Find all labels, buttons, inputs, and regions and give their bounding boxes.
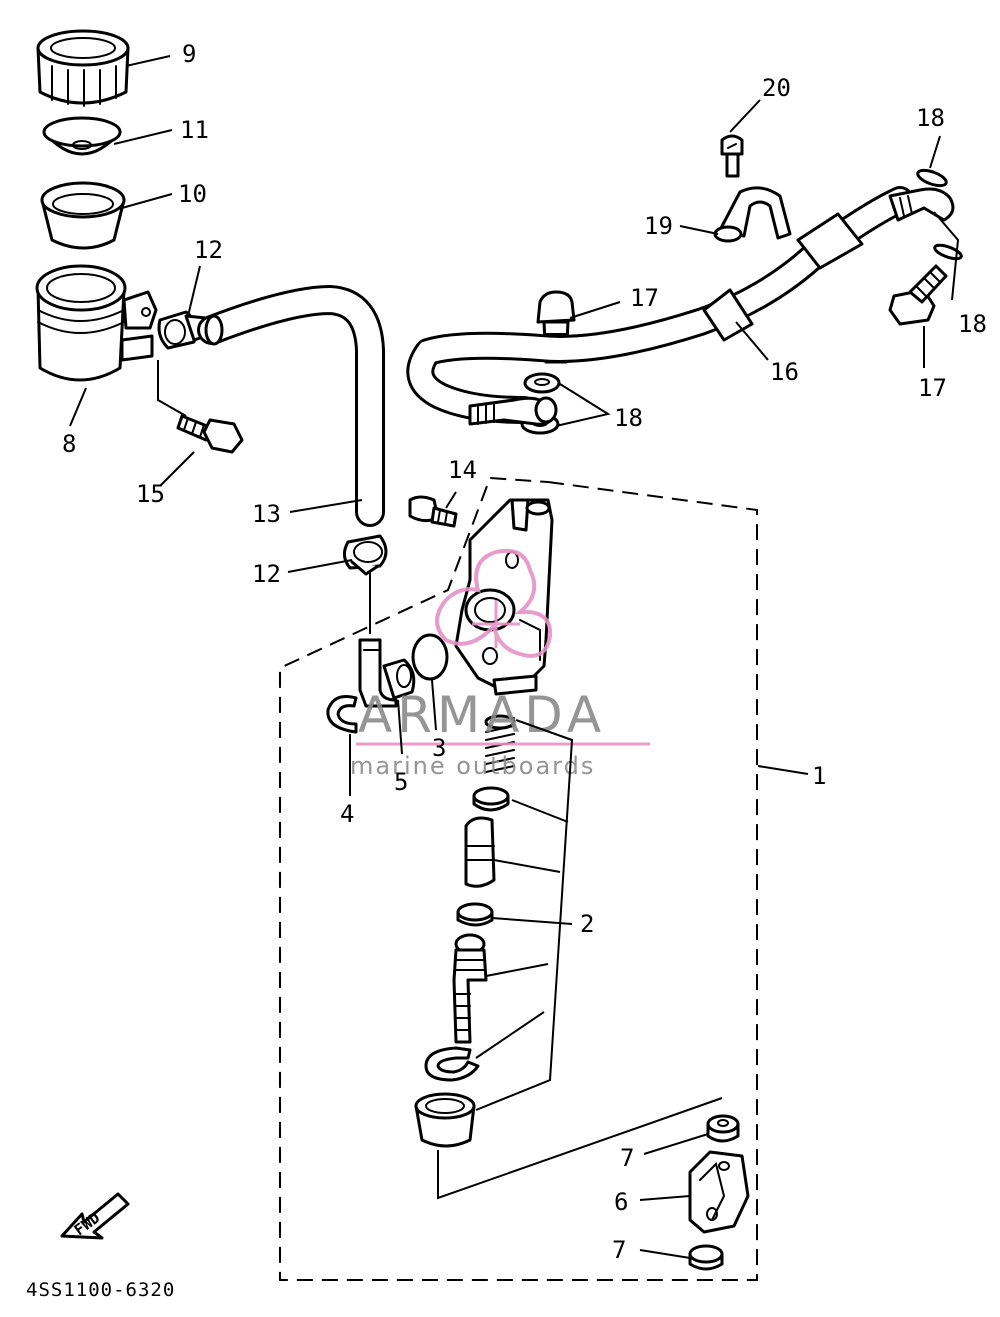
watermark-tagline: marine outboards [350,752,595,780]
callout-18-left: 18 [614,404,643,432]
piston-cup [464,816,496,888]
copper-washer-3 [916,168,948,188]
watermark: ARMADA marine outboards [350,548,650,780]
diaphragm [40,181,126,250]
callout-2: 2 [580,910,594,938]
lock-nut-upper [706,1114,740,1143]
lock-nut-lower [688,1244,724,1271]
callout-8: 8 [62,430,76,458]
cup-seal [456,902,494,927]
callout-18-right: 18 [958,310,987,338]
hose-end-upper [204,314,224,346]
reservoir-tank [35,264,158,382]
boot [414,1092,476,1148]
o-ring [411,633,449,681]
fwd-arrow-icon: FWD [60,1192,130,1240]
hose-joint [358,638,416,708]
circlip-large [424,1046,480,1082]
callout-20: 20 [762,74,791,102]
hose-sleeve-2 [796,212,864,270]
callout-15: 15 [136,480,165,508]
guide-bolt [720,134,744,178]
reference-code: 4SS1100-6320 [26,1279,175,1301]
clevis [688,1150,750,1234]
leader-lines [69,55,960,1259]
union-bolt-right [888,264,948,326]
assembly-boundary [279,476,758,1281]
hose-clamp-lower [343,534,388,576]
callout-7-lower: 7 [612,1236,626,1264]
circlip-small [326,695,358,734]
watermark-logo-icon [435,548,553,658]
reservoir-bolt [176,414,244,454]
cylinder-bolt [408,495,458,528]
callout-3: 3 [432,734,446,762]
callout-19: 19 [644,212,673,240]
callout-9: 9 [182,40,196,68]
callout-5: 5 [394,768,408,796]
callout-14: 14 [448,456,477,484]
callout-6: 6 [614,1188,628,1216]
callout-17-right: 17 [918,374,947,402]
callout-12-lower: 12 [252,560,281,588]
callout-18-top: 18 [916,104,945,132]
callout-13: 13 [252,500,281,528]
hose-fitting-upper [888,187,955,222]
master-cylinder-body [454,498,554,696]
watermark-brand: ARMADA [358,686,606,744]
callout-1: 1 [812,762,826,790]
diaphragm-plate [42,116,122,156]
hose-guide [713,186,792,243]
callout-17-left: 17 [630,284,659,312]
spring-seat [472,786,510,812]
copper-washer-4 [933,243,963,261]
callout-12-upper: 12 [194,236,223,264]
callout-numbers: 9 11 10 12 8 15 13 12 14 17 16 18 20 19 … [62,40,987,1264]
reservoir-cap [36,29,130,107]
callout-11: 11 [180,116,209,144]
callout-7-upper: 7 [620,1144,634,1172]
callout-10: 10 [178,180,207,208]
callout-16: 16 [770,358,799,386]
push-rod [452,933,488,1044]
callout-4: 4 [340,800,354,828]
copper-washer-1 [523,372,561,394]
